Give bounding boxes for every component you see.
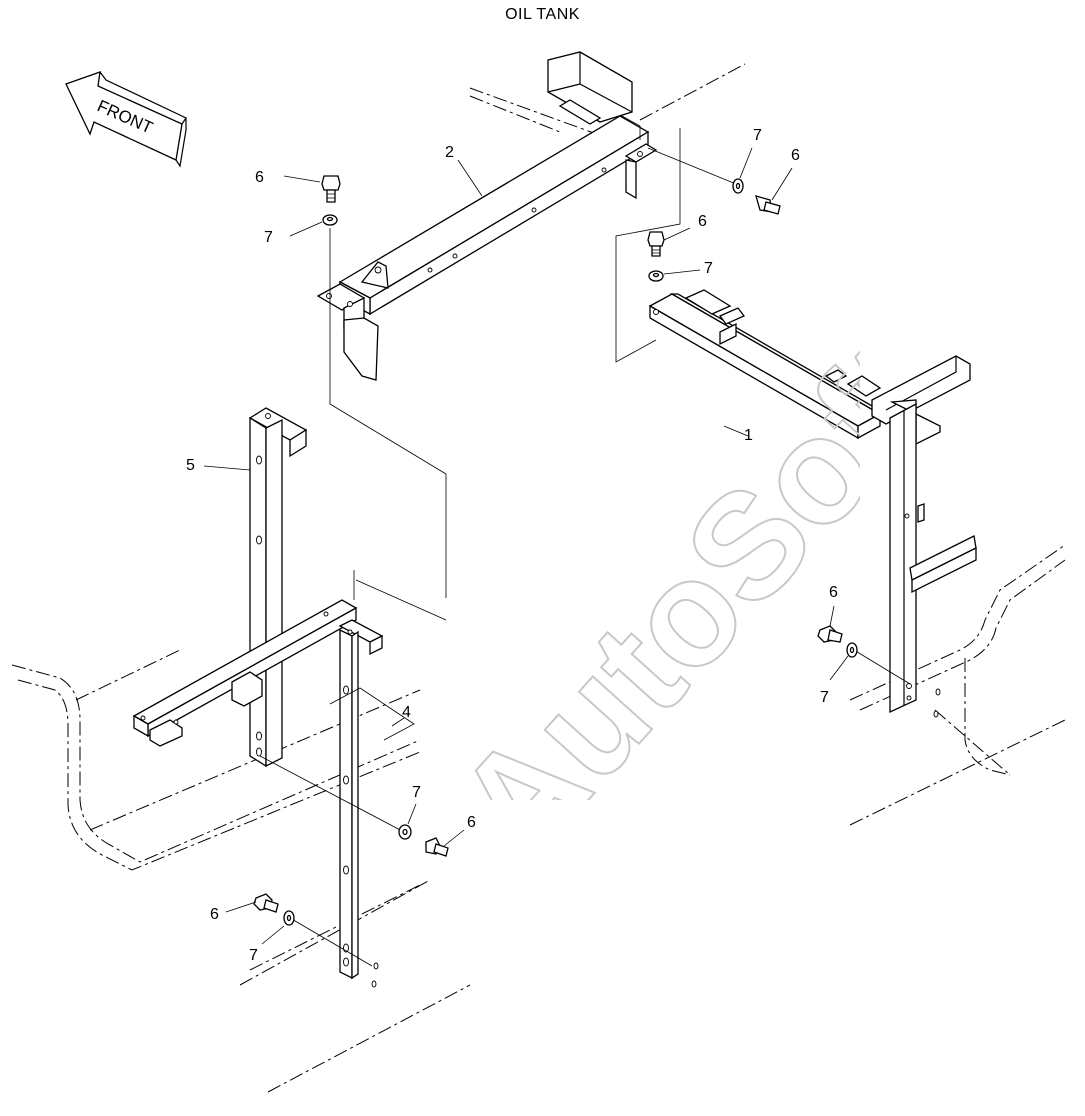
washer-icon bbox=[648, 270, 664, 282]
fasteners bbox=[253, 175, 858, 926]
callout-6: 6 bbox=[255, 169, 264, 186]
upper-bracket-part-2 bbox=[316, 51, 658, 381]
washer-icon bbox=[732, 178, 744, 194]
machine-frame-outline bbox=[11, 63, 1066, 1093]
right-bracket-part-1 bbox=[648, 289, 977, 718]
bolt-icon bbox=[253, 893, 279, 913]
callout-1: 1 bbox=[744, 427, 753, 444]
washer-icon bbox=[398, 824, 412, 840]
callout-7: 7 bbox=[264, 229, 273, 246]
callout-6: 6 bbox=[467, 814, 476, 831]
callout-leaders bbox=[203, 147, 849, 945]
callout-6: 6 bbox=[829, 584, 838, 601]
lower-bracket-part-4 bbox=[132, 599, 384, 988]
callout-2: 2 bbox=[445, 144, 454, 161]
bolt-icon bbox=[755, 195, 781, 215]
bolt-icon bbox=[321, 175, 341, 203]
bolt-icon bbox=[817, 625, 843, 643]
callout-7: 7 bbox=[753, 127, 762, 144]
bolt-icon bbox=[647, 231, 665, 257]
callout-6: 6 bbox=[791, 147, 800, 164]
callout-7: 7 bbox=[249, 947, 258, 964]
callout-6: 6 bbox=[698, 213, 707, 230]
callout-7: 7 bbox=[820, 689, 829, 706]
callout-7: 7 bbox=[412, 784, 421, 801]
front-arrow-icon: FRONT bbox=[65, 71, 187, 168]
washer-icon bbox=[283, 910, 295, 926]
assembly-guide-lines bbox=[259, 128, 911, 967]
callout-7: 7 bbox=[704, 260, 713, 277]
page-title: OIL TANK bbox=[505, 6, 580, 23]
vertical-strap-part-5 bbox=[248, 407, 308, 768]
callout-4: 4 bbox=[402, 704, 411, 721]
washer-icon bbox=[322, 214, 338, 226]
callout-6: 6 bbox=[210, 906, 219, 923]
callout-5: 5 bbox=[186, 457, 195, 474]
bolt-icon bbox=[425, 837, 449, 857]
washer-icon bbox=[846, 642, 858, 658]
